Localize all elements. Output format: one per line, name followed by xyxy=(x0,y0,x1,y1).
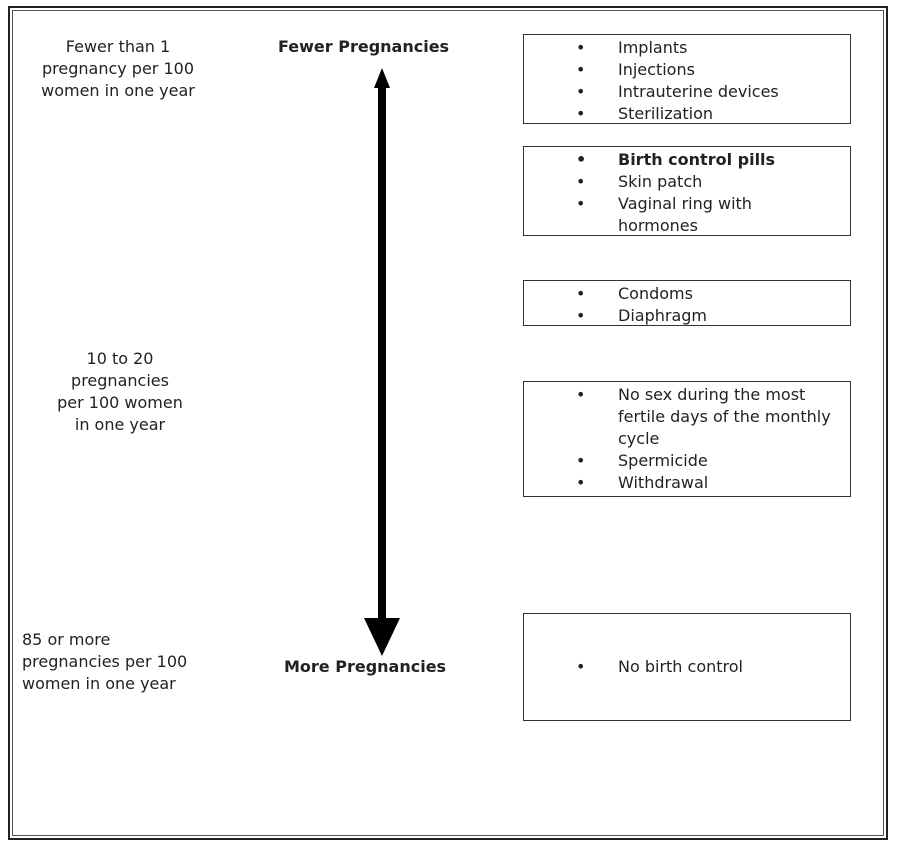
arrow-head-down xyxy=(364,618,400,656)
rate-line: pregnancies per 100 xyxy=(22,652,188,671)
rate-85-or-more: 85 or more pregnancies per 100 women in … xyxy=(22,629,222,695)
rate-line: pregnancy per 100 xyxy=(41,59,195,78)
method-label: Withdrawal xyxy=(618,473,709,492)
method-label: Vaginal ring with hormones xyxy=(618,194,752,235)
method-list: • Birth control pills • Skin patch • Vagina… xyxy=(524,149,850,237)
arrow-shaft xyxy=(378,84,386,624)
list-item: • Injections xyxy=(524,59,850,81)
bullet-icon: • xyxy=(576,150,587,169)
rate-line: pregnancies xyxy=(71,371,169,390)
method-label: Birth control pills xyxy=(618,150,776,169)
method-label: Condoms xyxy=(618,284,693,303)
method-label: Diaphragm xyxy=(618,306,707,325)
list-item: • Spermicide xyxy=(524,450,850,472)
rate-line: women in one year xyxy=(22,674,176,693)
list-item: • Withdrawal xyxy=(524,472,850,494)
rate-line: in one year xyxy=(74,415,166,434)
method-list: • No sex during the most fertile days of … xyxy=(524,384,850,494)
bullet-icon: • xyxy=(576,451,586,470)
bullet-icon: • xyxy=(576,473,586,492)
rate-line: 85 or more xyxy=(22,630,111,649)
bullet-icon: • xyxy=(576,82,586,101)
outer-frame xyxy=(8,6,888,840)
method-group-hormonal: • Birth control pills • Skin patch • Vagina… xyxy=(523,146,851,236)
double-arrow-icon xyxy=(364,68,400,656)
method-group-most-effective: • Implants • Injections • Intrauterine devi… xyxy=(523,34,851,124)
bullet-icon: • xyxy=(576,657,586,676)
bullet-icon: • xyxy=(576,172,586,191)
rate-line: per 100 women xyxy=(57,393,183,412)
method-list: • No birth control xyxy=(524,656,850,678)
bullet-icon: • xyxy=(576,385,586,404)
rate-line: 10 to 20 xyxy=(86,349,154,368)
list-item: • Birth control pills xyxy=(524,149,850,171)
list-item: • Skin patch xyxy=(524,171,850,193)
list-item: • Condoms xyxy=(524,283,850,305)
bullet-icon: • xyxy=(576,38,586,57)
rate-10-to-20: 10 to 20 pregnancies per 100 women in on… xyxy=(30,348,210,436)
method-label: Sterilization xyxy=(618,104,714,123)
method-label: Injections xyxy=(618,60,695,79)
bullet-icon: • xyxy=(576,104,586,123)
method-label: Skin patch xyxy=(618,172,703,191)
bullet-icon: • xyxy=(576,306,586,325)
rate-line: Fewer than 1 xyxy=(65,37,171,56)
method-label: No sex during the most fertile days of t… xyxy=(618,385,831,448)
rate-fewer-than-1: Fewer than 1 pregnancy per 100 women in … xyxy=(28,36,208,102)
method-list: • Condoms • Diaphragm xyxy=(524,283,850,327)
list-item: • Sterilization xyxy=(524,103,850,125)
method-label: Spermicide xyxy=(618,451,708,470)
method-label: No birth control xyxy=(618,657,743,676)
arrow-head-up xyxy=(374,68,390,88)
axis-bottom-label: More Pregnancies xyxy=(284,657,447,676)
axis-top-label: Fewer Pregnancies xyxy=(278,37,450,56)
method-group-none: • No birth control xyxy=(523,613,851,721)
bullet-icon: • xyxy=(576,60,586,79)
bullet-icon: • xyxy=(576,284,586,303)
method-list: • Implants • Injections • Intrauterine devi… xyxy=(524,37,850,125)
list-item: • No birth control xyxy=(524,656,850,678)
method-label: Implants xyxy=(618,38,688,57)
list-item: • Diaphragm xyxy=(524,305,850,327)
method-group-barrier: • Condoms • Diaphragm xyxy=(523,280,851,326)
list-item: • Implants xyxy=(524,37,850,59)
method-group-less-effective: • No sex during the most fertile days of … xyxy=(523,381,851,497)
list-item: • Intrauterine devices xyxy=(524,81,850,103)
bullet-icon: • xyxy=(576,194,586,213)
list-item: • Vaginal ring with hormones xyxy=(524,193,850,237)
inner-frame xyxy=(12,10,884,836)
rate-line: women in one year xyxy=(41,81,195,100)
list-item: • No sex during the most fertile days of … xyxy=(524,384,850,450)
method-label: Intrauterine devices xyxy=(618,82,779,101)
